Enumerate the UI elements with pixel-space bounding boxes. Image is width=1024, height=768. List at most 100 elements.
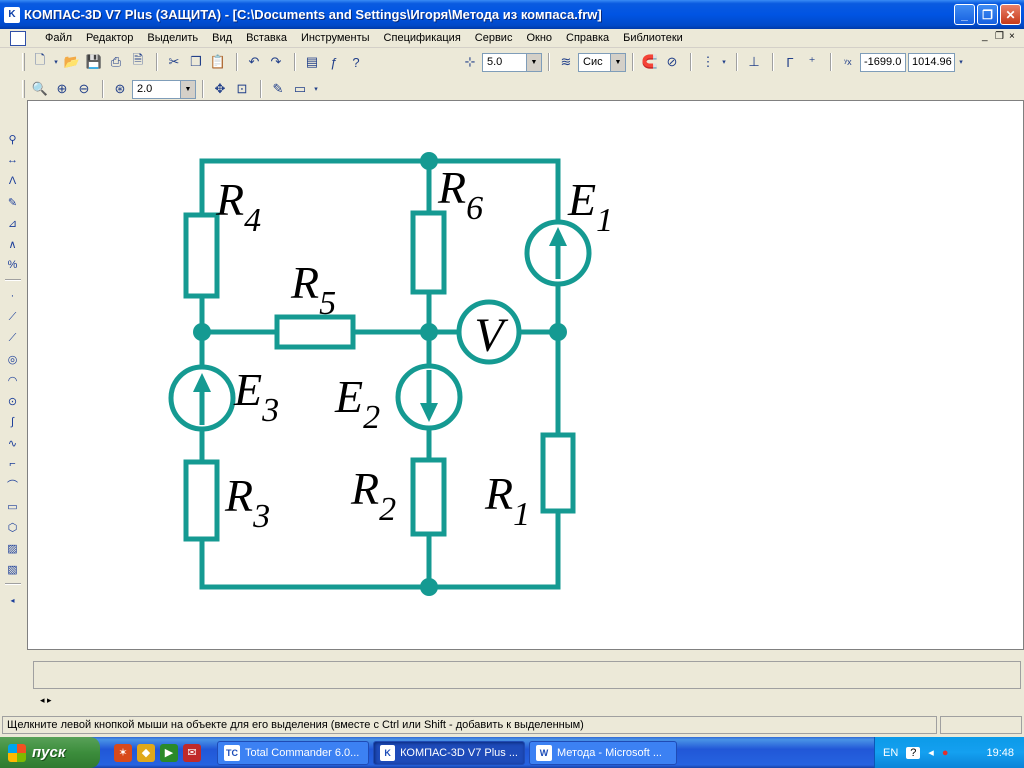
auxiliary-line-icon[interactable]: ⟋ <box>8 310 17 323</box>
toolbar-grip[interactable] <box>22 80 25 98</box>
zoom-out-icon[interactable]: ⊖ <box>78 81 90 96</box>
ellipse-icon[interactable]: ⊙ <box>7 395 18 408</box>
fillet-icon[interactable]: ⌒ <box>7 480 18 492</box>
zoom-window-icon[interactable]: 🔍 <box>31 81 49 96</box>
help-pointer-icon[interactable]: ? <box>352 54 360 70</box>
expand-toolbar-icon[interactable]: ◂ <box>10 595 15 605</box>
quicklaunch-2-icon[interactable]: ◆ <box>137 743 155 762</box>
chamfer-icon[interactable]: ⌐ <box>9 458 16 470</box>
open-folder-icon[interactable]: 📂 <box>63 54 81 69</box>
grid-icon[interactable]: ⋮ <box>701 54 715 69</box>
round-icon[interactable]: Γ <box>786 54 794 70</box>
refresh-icon[interactable]: ✎ <box>272 81 284 96</box>
kompas-app-icon[interactable]: K <box>4 6 20 23</box>
restore-button[interactable]: ❐ <box>977 4 998 25</box>
layer-icon[interactable]: ≋ <box>560 54 572 69</box>
display-icon[interactable]: ▭ <box>293 81 307 96</box>
pan-icon[interactable]: ✥ <box>214 81 226 96</box>
ortho-icon[interactable]: ⊥ <box>748 54 760 69</box>
chevron-down-icon[interactable]: ▼ <box>180 80 195 98</box>
task-kompas[interactable]: K КОМПАС-3D V7 Plus ... <box>373 740 525 765</box>
print-preview-icon[interactable]: 🗎 <box>132 52 144 67</box>
segment-icon[interactable]: ⟋ <box>8 331 17 344</box>
menu-view[interactable]: Вид <box>212 31 233 44</box>
doc-minimize-button[interactable]: _ <box>982 31 988 42</box>
new-document-icon[interactable]: 🗋 <box>34 52 46 67</box>
undo-icon[interactable]: ↶ <box>248 54 260 69</box>
close-button[interactable]: ✕ <box>1000 4 1021 25</box>
select-icon[interactable]: % <box>7 259 18 271</box>
menu-insert[interactable]: Вставка <box>246 31 287 44</box>
document-icon[interactable] <box>10 30 26 46</box>
antivirus-tray-icon[interactable]: ● <box>941 746 949 759</box>
contour-icon[interactable]: ▧ <box>7 563 18 576</box>
rectangle-icon[interactable]: ▭ <box>7 500 18 513</box>
point-icon[interactable]: · <box>10 290 15 302</box>
zoom-scale-icon[interactable]: ⊛ <box>114 81 126 96</box>
hatch-icon[interactable]: ▨ <box>7 542 18 555</box>
task-total-commander[interactable]: TC Total Commander 6.0... <box>217 740 369 765</box>
tray-collapse-icon[interactable]: ◂ <box>928 747 934 759</box>
coords-icon[interactable]: ⁺ <box>808 54 816 69</box>
arc-icon[interactable]: ◠ <box>7 374 18 387</box>
edit-icon[interactable]: ✎ <box>7 196 18 209</box>
chevron-down-icon[interactable]: ▼ <box>610 53 625 71</box>
save-icon[interactable]: 💾 <box>85 54 103 69</box>
print-icon[interactable]: ⎙ <box>110 54 122 69</box>
grid-dropdown-icon[interactable]: ▾ <box>722 59 726 66</box>
node <box>193 323 211 341</box>
menu-window[interactable]: Окно <box>526 31 553 44</box>
variables-icon[interactable]: ƒ <box>330 54 338 70</box>
drawing-canvas[interactable]: V R4 R6 E1 R5 E3 E2 R3 R2 R1 <box>27 100 1024 650</box>
help-tray-icon[interactable]: ? <box>906 746 921 759</box>
dimensions-icon[interactable]: ↔ <box>7 154 18 166</box>
chevron-down-icon[interactable]: ▼ <box>526 53 541 71</box>
quicklaunch-3-icon[interactable]: ▶ <box>160 743 178 762</box>
menu-libraries[interactable]: Библиотеки <box>623 31 683 44</box>
properties-area[interactable] <box>33 661 1021 689</box>
copy-icon[interactable]: ❐ <box>190 54 202 69</box>
menu-select[interactable]: Выделить <box>147 31 199 44</box>
panel-nav-arrows[interactable]: ◂ ▸ <box>40 695 52 705</box>
menu-help[interactable]: Справка <box>566 31 610 44</box>
paste-icon[interactable]: 📋 <box>209 54 227 69</box>
coord-y-field[interactable]: 1014.96 <box>908 52 955 72</box>
zoom-in-icon[interactable]: ⊕ <box>56 81 68 96</box>
menu-service[interactable]: Сервис <box>474 31 513 44</box>
menu-tools[interactable]: Инструменты <box>300 31 370 44</box>
snap-local-icon[interactable]: ⊘ <box>666 54 678 69</box>
show-all-icon[interactable]: ⊡ <box>236 81 248 96</box>
quicklaunch-4-icon[interactable]: ✉ <box>183 743 201 762</box>
display-dropdown-icon[interactable]: ▾ <box>314 86 318 93</box>
toolbar-grip[interactable] <box>22 53 25 71</box>
menu-editor[interactable]: Редактор <box>86 31 134 44</box>
doc-close-button[interactable]: × <box>1009 31 1015 42</box>
parametrization-icon[interactable]: ⊿ <box>7 217 18 230</box>
new-dropdown-icon[interactable]: ▾ <box>54 59 58 66</box>
redo-icon[interactable]: ↷ <box>270 54 282 69</box>
menu-specification[interactable]: Спецификация <box>383 31 461 44</box>
coord-x-field[interactable]: -1699.0 <box>860 52 906 72</box>
measure-icon[interactable]: ∧ <box>8 238 17 251</box>
designations-icon[interactable]: Ʌ <box>8 175 17 187</box>
layer-combo[interactable]: Сис ▼ <box>578 52 626 72</box>
step-icon[interactable]: ⊹ <box>464 54 476 69</box>
doc-restore-button[interactable]: ❐ <box>995 31 1004 42</box>
circle-icon[interactable]: ◎ <box>7 353 18 366</box>
minimize-button[interactable]: _ <box>954 4 975 25</box>
cut-icon[interactable]: ✂ <box>168 54 180 69</box>
zoom-combo[interactable]: 2.0 ▼ <box>132 79 196 99</box>
manager-icon[interactable]: ▤ <box>305 54 319 69</box>
start-button[interactable]: пуск <box>0 737 100 768</box>
language-indicator[interactable]: EN <box>883 746 899 759</box>
step-combo[interactable]: 5.0 ▼ <box>482 52 542 72</box>
coords-dropdown-icon[interactable]: ▾ <box>959 59 963 66</box>
geometry-icon[interactable]: ⚲ <box>8 133 17 146</box>
task-word[interactable]: W Метода - Microsoft ... <box>529 740 677 765</box>
menu-file[interactable]: Файл <box>45 31 73 44</box>
spline-icon[interactable]: ∫ <box>10 416 14 428</box>
bezier-icon[interactable]: ∿ <box>7 437 18 450</box>
quicklaunch-1-icon[interactable]: ✶ <box>114 743 132 762</box>
polygon-icon[interactable]: ⬡ <box>7 521 18 534</box>
snap-magnet-icon[interactable]: 🧲 <box>641 54 659 69</box>
